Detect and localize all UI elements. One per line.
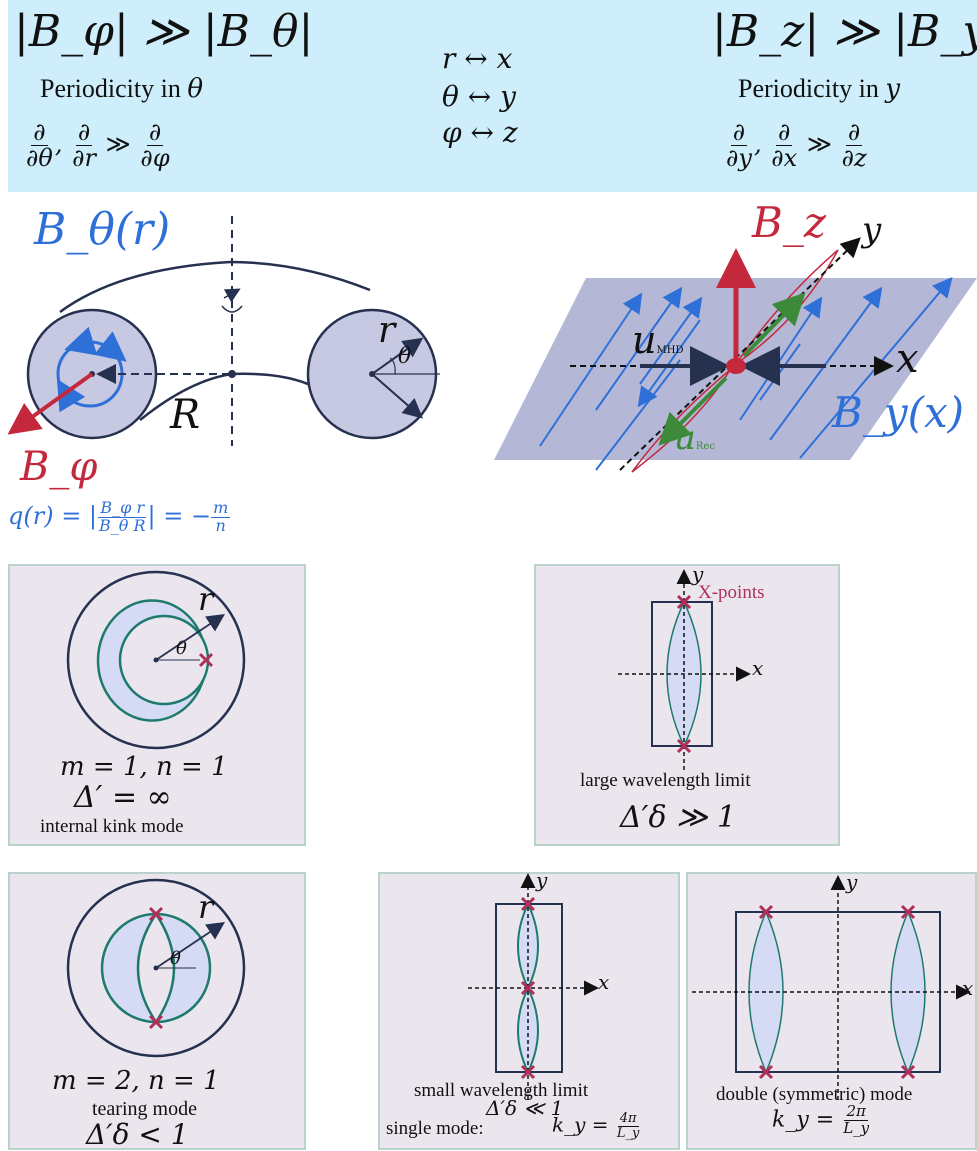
b-z-label: B_z: [752, 198, 826, 247]
tearing-caption: tearing mode: [92, 1098, 197, 1120]
toroidal-derivative-ordering: ∂∂θ, ∂∂r ≫ ∂∂φ: [26, 118, 170, 173]
mapping-r-x: r ↔ x: [442, 42, 513, 75]
kink-delta: Δ′ = ∞: [74, 780, 172, 815]
x-point-bottom: [676, 738, 692, 754]
tearing-x-point-top: [148, 906, 164, 922]
single-mode-label: single mode:: [386, 1118, 484, 1139]
small-x-label: x: [598, 970, 610, 994]
double-x-label: x: [962, 976, 974, 1000]
major-radius-label: R: [170, 392, 201, 438]
rotation-icon: [221, 305, 243, 313]
tearing-delta: Δ′δ < 1: [86, 1118, 189, 1151]
periodicity-y-label: Periodicity in y: [738, 74, 900, 104]
current-sheet-lower: [631, 369, 731, 473]
b-phi-arrow: [7, 372, 94, 435]
panel-double-mode: [686, 872, 977, 1150]
large-y-label: y: [692, 562, 704, 586]
small-x-points: [520, 896, 536, 1080]
large-caption: large wavelength limit: [580, 770, 751, 791]
small-caption: small wavelength limit: [414, 1080, 589, 1101]
tearing-mode-numbers: m = 2, n = 1: [52, 1066, 220, 1096]
slab-x-label: x: [896, 336, 919, 382]
periodicity-var-right: y: [885, 74, 901, 104]
assumptions-banner: [8, 0, 977, 192]
slab-field-inequality: |B_z| ≫ |B_y|: [712, 6, 977, 57]
u-mhd-label: uMHD: [632, 318, 684, 362]
angle-label: θ: [398, 344, 412, 369]
periodicity-text: Periodicity in: [40, 74, 181, 103]
large-delta: Δ′δ ≫ 1: [620, 800, 737, 835]
tearing-theta-label: θ: [170, 948, 181, 969]
slab-y-label: y: [862, 210, 882, 250]
mapping-theta-y: θ ↔ y: [442, 80, 516, 113]
x-point-top: [676, 594, 692, 610]
tearing-x-point-bottom: [148, 1014, 164, 1030]
torus-outer-top: [59, 260, 371, 314]
toroidal-field-inequality: |B_φ| ≫ |B_θ|: [14, 6, 314, 57]
minor-radius-label: r: [378, 310, 396, 351]
small-delta: Δ′δ ≪ 1: [486, 1096, 564, 1120]
periodicity-theta-label: Periodicity in θ: [40, 74, 203, 104]
current-sheet-upper: [735, 249, 839, 365]
kink-mode-numbers: m = 1, n = 1: [60, 752, 228, 782]
deriv-z: ∂∂z: [841, 118, 867, 173]
kink-r-label: r: [198, 580, 214, 618]
kink-caption: internal kink mode: [40, 816, 184, 837]
u-rec-arrow-up: [742, 292, 806, 358]
periodicity-text-right: Periodicity in: [738, 74, 879, 103]
deriv-phi: ∂∂φ: [140, 118, 170, 173]
deriv-r: ∂∂r: [72, 118, 97, 173]
kink-theta-label: θ: [176, 638, 187, 659]
slab-derivative-ordering: ∂∂y, ∂∂x ≫ ∂∂z: [726, 118, 867, 173]
tearing-r-label: r: [198, 888, 214, 926]
x-point-marker: [726, 358, 746, 374]
double-caption: double (symmetric) mode: [716, 1084, 913, 1105]
mapping-phi-z: φ ↔ z: [442, 116, 518, 149]
deriv-theta: ∂∂θ: [26, 118, 53, 173]
double-x-points: [758, 904, 916, 1080]
small-y-label: y: [536, 868, 548, 892]
large-x-label: x: [752, 656, 764, 680]
deriv-y: ∂∂y: [726, 118, 752, 173]
u-rec-label: uRec: [674, 418, 715, 458]
periodicity-var: θ: [187, 74, 203, 104]
b-theta-label: B_θ(r): [34, 204, 171, 255]
b-phi-label: B_φ: [20, 444, 98, 490]
u-rec-arrow-down: [658, 376, 728, 446]
x-point-icon: [198, 652, 214, 668]
b-y-label: B_y(x): [832, 388, 965, 437]
double-y-label: y: [846, 870, 858, 894]
x-points-label: X-points: [698, 582, 765, 603]
deriv-x: ∂∂x: [771, 118, 798, 173]
